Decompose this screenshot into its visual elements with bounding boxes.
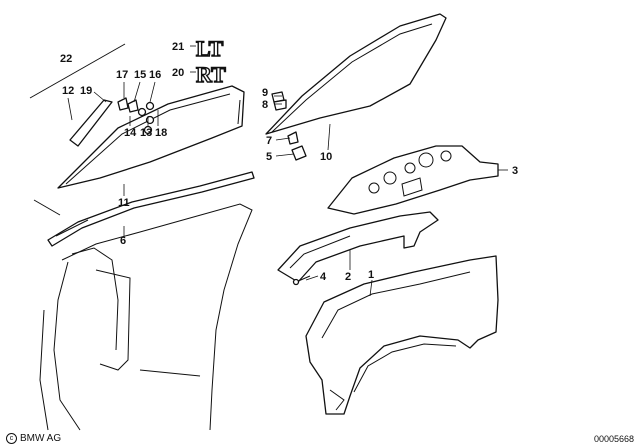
label-15: 15	[134, 69, 146, 81]
part-12-trim-strip	[69, 99, 113, 147]
label-10: 10	[320, 151, 332, 163]
badge-lt: LT	[196, 36, 224, 61]
label-20: 20	[172, 67, 184, 79]
copyright-icon: c	[6, 433, 17, 444]
part-labels: 22 12 19 17 15 16 14 13 18 21 20 11 6 9 …	[60, 41, 518, 283]
badges: LT RT	[195, 35, 227, 87]
label-2: 2	[345, 271, 351, 283]
part-4-screw	[292, 275, 311, 286]
label-17: 17	[116, 69, 128, 81]
part-6-seal-strip	[47, 171, 255, 247]
leader-lines	[67, 45, 508, 297]
part-1-wheel-arch-panel	[305, 255, 499, 415]
label-6: 6	[120, 235, 126, 247]
part-10-side-glass	[265, 13, 447, 135]
label-3: 3	[512, 165, 518, 177]
label-4: 4	[320, 271, 327, 283]
label-5: 5	[266, 151, 272, 163]
badge-rt: RT	[196, 62, 226, 87]
fasteners	[271, 91, 307, 161]
label-1: 1	[368, 269, 374, 281]
label-14: 14	[124, 127, 137, 139]
body-side-panel	[39, 203, 253, 431]
label-21: 21	[172, 41, 184, 53]
fasteners-quarter-glass	[117, 97, 155, 135]
label-9: 9	[262, 87, 268, 99]
label-13: 13	[140, 127, 152, 139]
label-16: 16	[149, 69, 161, 81]
copyright-notice: c BMW AG	[6, 433, 61, 444]
label-7: 7	[266, 135, 272, 147]
label-22: 22	[60, 53, 72, 65]
part-3-console-panel	[327, 145, 499, 215]
label-8: 8	[262, 99, 268, 111]
part-2-trim-panel	[277, 211, 439, 283]
label-12: 12	[62, 85, 74, 97]
company-name: BMW AG	[20, 433, 62, 444]
label-11: 11	[118, 197, 130, 209]
label-19: 19	[80, 85, 92, 97]
label-18: 18	[155, 127, 167, 139]
image-number: 00005668	[593, 434, 634, 444]
part-22-reference-lines	[29, 43, 126, 216]
